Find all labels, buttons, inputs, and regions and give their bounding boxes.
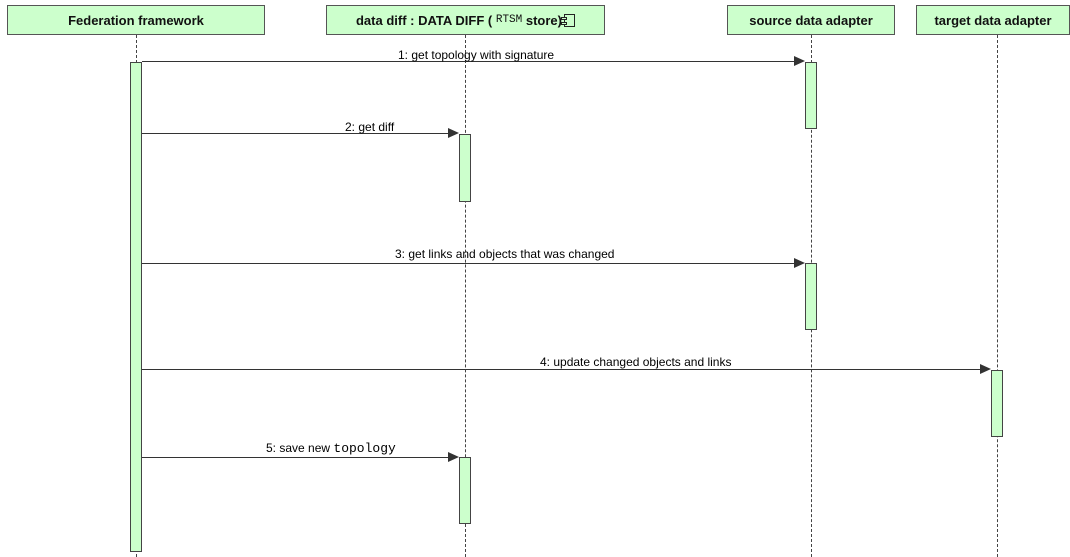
message-arrow-1 xyxy=(142,61,794,62)
activation-source-1 xyxy=(805,62,817,129)
message-arrow-5 xyxy=(142,457,448,458)
participant-federation-framework: Federation framework xyxy=(7,5,265,35)
message-label-1: 1: get topology with signature xyxy=(398,48,555,62)
activation-source-2 xyxy=(805,263,817,330)
participant-data-diff: data diff : DATA DIFF ( RTSM store) xyxy=(326,5,605,35)
participant-federation-label: Federation framework xyxy=(68,12,204,28)
arrowhead-1 xyxy=(794,56,805,66)
activation-data-diff-2 xyxy=(459,457,471,524)
message-label-4: 4: update changed objects and links xyxy=(540,355,732,369)
arrowhead-3 xyxy=(794,258,805,268)
participant-data-diff-label-suffix: store) xyxy=(525,12,562,28)
message-arrow-3 xyxy=(142,263,794,264)
message-label-2: 2: get diff xyxy=(345,120,395,134)
participant-source-label: source data adapter xyxy=(749,12,873,28)
activation-data-diff-1 xyxy=(459,134,471,202)
message-arrow-4 xyxy=(142,369,980,370)
participant-data-diff-label-mono: RTSM xyxy=(495,14,523,26)
message-arrow-2 xyxy=(142,133,448,134)
arrowhead-4 xyxy=(980,364,991,374)
arrowhead-2 xyxy=(448,128,459,138)
message-label-5: 5: save new topology xyxy=(266,441,396,456)
arrowhead-5 xyxy=(448,452,459,462)
activation-target-1 xyxy=(991,370,1003,437)
component-icon xyxy=(561,13,575,27)
participant-data-diff-label-prefix: data diff : DATA DIFF ( xyxy=(355,12,493,28)
participant-target-data-adapter: target data adapter xyxy=(916,5,1070,35)
participant-target-label: target data adapter xyxy=(934,12,1052,28)
participant-source-data-adapter: source data adapter xyxy=(727,5,895,35)
activation-federation xyxy=(130,62,142,552)
lifeline-target xyxy=(997,35,998,557)
message-label-5-mono: topology xyxy=(333,441,396,456)
message-label-3: 3: get links and objects that was change… xyxy=(395,247,615,261)
message-label-5-prefix: 5: save new xyxy=(266,441,331,455)
lifeline-data-diff xyxy=(465,35,466,557)
